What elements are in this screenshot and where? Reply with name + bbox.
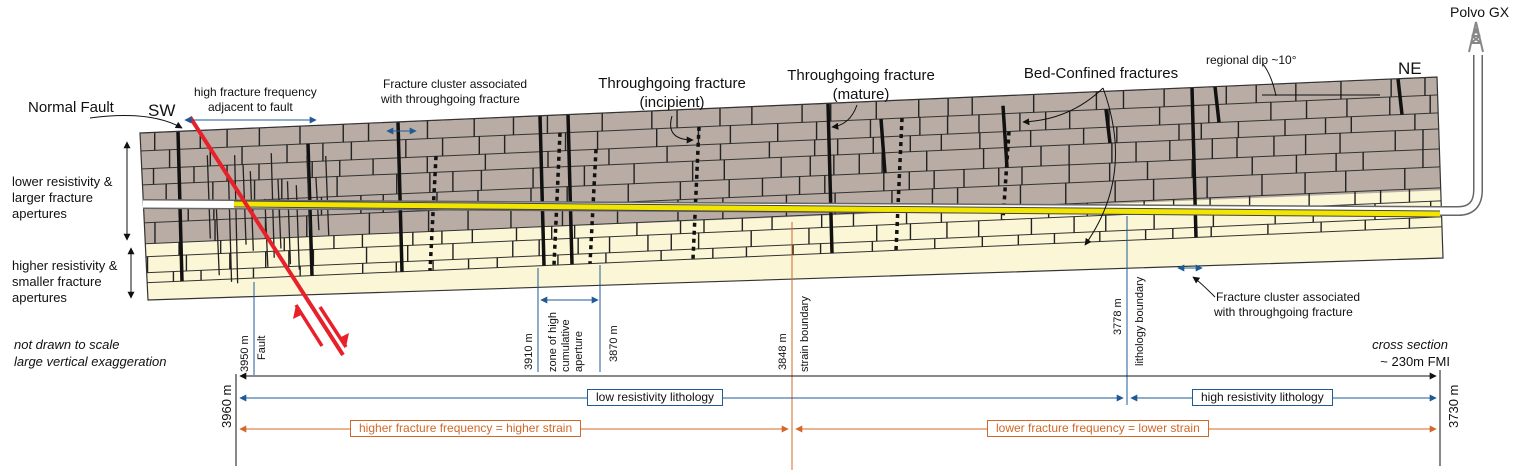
higher-res-line3: apertures — [12, 290, 67, 305]
high-freq-line2: adjacent to fault — [208, 100, 293, 114]
not-to-scale-line1: not drawn to scale — [14, 337, 120, 352]
zone-label-line2: cumulative — [560, 319, 572, 372]
higher-res-line1: higher resistivity & — [12, 258, 118, 273]
end-depth: 3730 m — [1446, 385, 1461, 428]
normal-fault-label: Normal Fault — [28, 99, 115, 116]
zone-top-depth: 3910 m — [523, 333, 535, 370]
cluster-top-line1: Fracture cluster associated — [383, 77, 527, 91]
bed-confined-fractures — [140, 77, 1432, 283]
fault-damage-fractures — [206, 153, 330, 284]
cross-section-line1: cross section — [1372, 337, 1448, 352]
through-incipient-line2: (incipient) — [639, 94, 704, 111]
lower-freq-label: lower fracture frequency = lower strain — [987, 420, 1209, 437]
not-to-scale-line2: large vertical exaggeration — [14, 354, 166, 369]
lithology-depth: 3778 m — [1112, 298, 1124, 335]
cross-section-line2: ~ 230m FMI — [1380, 354, 1450, 369]
ne-label: NE — [1398, 59, 1422, 78]
low-res-lithology-label: low resistivity lithology — [587, 389, 724, 406]
slab-outline — [139, 76, 1444, 301]
through-mature-line2: (mature) — [833, 86, 890, 103]
zone-bottom-depth: 3870 m — [608, 325, 620, 362]
fault-depth-label: Fault — [256, 336, 268, 360]
lower-res-line2: larger fracture — [12, 190, 93, 205]
strata-block — [140, 77, 1443, 300]
cluster-bottom-line1: Fracture cluster associated — [1216, 290, 1360, 304]
higher-res-line2: smaller fracture — [12, 274, 102, 289]
fault-depth: 3950 m — [239, 335, 251, 372]
high-res-lithology-label: high resistivity lithology — [1192, 389, 1333, 406]
lithology-boundary-label: lithology boundary — [1134, 276, 1146, 366]
through-incipient-line1: Throughgoing fracture — [598, 75, 746, 92]
normal-fault — [188, 115, 349, 357]
strain-depth: 3848 m — [777, 333, 789, 370]
bed-confined-label: Bed-Confined fractures — [1024, 65, 1178, 82]
strain-boundary-label: strain boundary — [799, 296, 811, 372]
zone-label-line1: zone of high — [547, 312, 559, 372]
regional-dip-indicator — [1262, 63, 1380, 97]
well-name: Polvo GX — [1450, 4, 1510, 20]
leader-arrows — [89, 87, 1216, 298]
lower-res-line1: lower resistivity & — [12, 174, 113, 189]
higher-freq-label: higher fracture frequency = higher strai… — [350, 420, 582, 437]
lower-res-line3: apertures — [12, 206, 67, 221]
wellbore-fmi-interval — [233, 201, 1441, 217]
regional-dip-label: regional dip ~10° — [1206, 53, 1297, 67]
cluster-bottom-line2: with throughgoing fracture — [1213, 305, 1353, 319]
sw-label: SW — [148, 101, 175, 120]
cluster-top-line2: with throughgoing fracture — [380, 92, 520, 106]
high-freq-line1: high fracture frequency — [194, 85, 317, 99]
derrick-icon — [1468, 21, 1484, 53]
through-mature-line1: Throughgoing fracture — [787, 67, 935, 84]
start-depth: 3960 m — [219, 385, 234, 428]
zone-label-line3: aperture — [573, 331, 585, 372]
